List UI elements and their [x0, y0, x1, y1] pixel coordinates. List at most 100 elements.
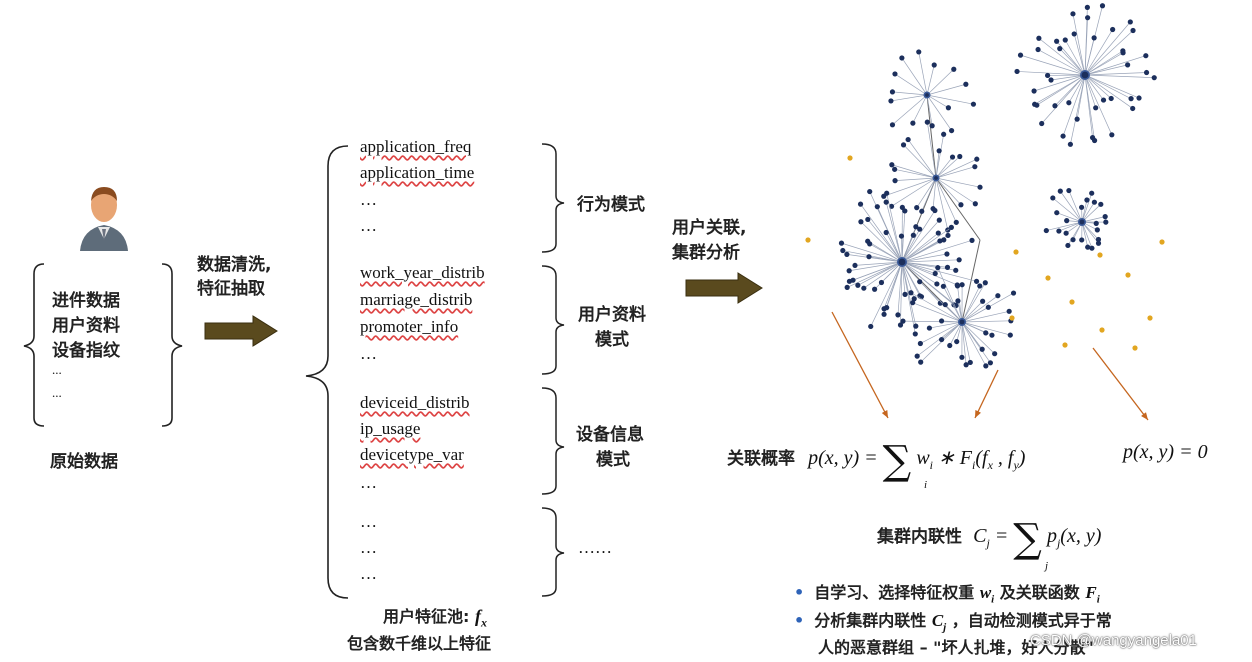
pointer-arrowhead — [1141, 412, 1148, 420]
graph-node — [1067, 141, 1073, 147]
graph-node — [1039, 120, 1045, 127]
graph-node — [1054, 38, 1060, 44]
raw-item-4: ... — [52, 362, 62, 377]
graph-edge — [961, 321, 995, 354]
graph-node — [895, 312, 901, 318]
raw-item-1: 进件数据 — [52, 291, 120, 311]
graph-node — [913, 323, 919, 329]
graph-node — [944, 264, 951, 270]
graph-node — [917, 226, 923, 232]
graph-node — [969, 237, 975, 243]
graph-edge — [901, 261, 938, 285]
graph-node — [974, 156, 980, 162]
graph-edge — [910, 292, 963, 323]
graph-node — [940, 283, 946, 289]
graph-node — [1151, 75, 1157, 81]
graph-node — [1125, 62, 1131, 68]
graph-edge — [901, 240, 973, 263]
raw-item-3: 设备指纹 — [52, 341, 120, 361]
pointer-arrowhead — [975, 410, 981, 418]
graph-edge — [1084, 74, 1133, 109]
graph-edge — [949, 321, 963, 346]
graph-edge — [1084, 29, 1113, 76]
graph-edge — [860, 221, 903, 263]
graph-node — [1060, 133, 1066, 139]
graph-node — [878, 279, 885, 286]
graph-edge — [935, 156, 961, 179]
graph-node — [900, 318, 906, 324]
graph-node — [1079, 219, 1085, 225]
graph-node — [937, 238, 943, 244]
graph-node — [1095, 240, 1102, 246]
graph-node — [938, 318, 945, 324]
graph-edge — [847, 261, 903, 288]
graph-edge — [1084, 74, 1132, 99]
graph-node — [1064, 218, 1070, 224]
graph-edge — [1084, 50, 1124, 76]
graph-node — [985, 304, 991, 310]
graph-node — [963, 81, 969, 87]
graph-edge — [961, 301, 983, 323]
graph-edge — [885, 202, 903, 263]
graph-edge — [961, 282, 986, 323]
graph-node — [899, 55, 905, 61]
graph-node — [1057, 188, 1063, 194]
graph-node — [917, 279, 923, 285]
graph-node — [1084, 4, 1090, 10]
graph-node — [857, 201, 864, 207]
graph-edge — [929, 321, 963, 329]
graph-node — [970, 101, 977, 107]
graph-node — [913, 224, 919, 230]
graph-node — [908, 290, 914, 296]
graph-edge — [1046, 221, 1083, 231]
graph-node — [1109, 132, 1115, 138]
graph-node — [935, 230, 941, 236]
feature-item: promoter_info — [360, 317, 459, 336]
graph-node — [1071, 31, 1077, 37]
graph-edge — [1084, 17, 1088, 76]
graph-node — [1089, 245, 1095, 251]
graph-node — [1045, 72, 1051, 79]
graph-node — [838, 240, 845, 246]
pool-caption: 用户特征池: fx — [383, 606, 487, 630]
bullet-item-1: •自学习、选择特征权重 wi 及关联函数 Fi — [794, 583, 1100, 606]
graph-edge — [961, 321, 991, 364]
graph-node — [926, 325, 933, 331]
graph-edge — [1073, 33, 1086, 76]
graph-edge — [1070, 74, 1086, 145]
graph-node — [898, 258, 906, 266]
step1-label-line2: 特征抽取 — [197, 279, 265, 299]
graph-node — [868, 323, 874, 330]
graph-node — [888, 98, 894, 104]
graph-edge — [901, 227, 952, 263]
graph-edge — [1059, 48, 1086, 76]
graph-node — [948, 127, 955, 134]
graph-edge — [935, 177, 981, 188]
graph-edge — [926, 122, 937, 179]
graph-edge — [935, 177, 957, 223]
graph-node — [866, 254, 872, 260]
graph-node — [852, 262, 858, 269]
graph-node — [918, 359, 924, 365]
graph-edge — [895, 177, 937, 181]
graph-edge — [1050, 74, 1086, 81]
graph-node — [1130, 105, 1136, 112]
graph-edge — [901, 261, 936, 274]
graph-node — [983, 363, 989, 369]
graph-node — [995, 293, 1001, 299]
graph-edge — [1084, 64, 1128, 76]
graph-node — [1043, 227, 1049, 234]
graph-edge — [1062, 74, 1086, 137]
graph-node — [953, 302, 959, 309]
graph-node — [973, 278, 980, 284]
graph-node — [987, 360, 994, 366]
graph-node — [889, 122, 896, 128]
graph-node — [1054, 210, 1060, 216]
graph-node — [1120, 48, 1126, 54]
graph-edge — [831, 311, 889, 419]
graph-node — [898, 233, 905, 239]
graph-node — [1095, 236, 1102, 243]
feature-item: … — [360, 190, 377, 209]
graph-node — [858, 219, 864, 225]
step2-label-line1: 用户关联, — [672, 218, 747, 238]
